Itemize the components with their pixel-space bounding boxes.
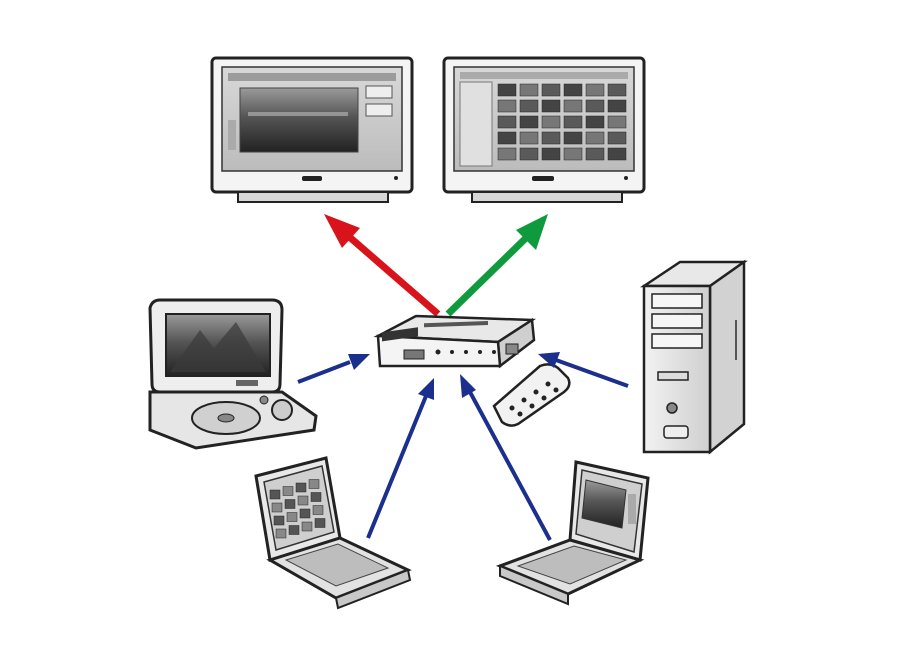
thumbnail (497, 131, 517, 145)
thumbnail (519, 115, 539, 129)
thumbnail (497, 83, 517, 97)
thumbnail (607, 147, 627, 161)
input-arrow-dvd (297, 354, 370, 384)
thumbnail (284, 499, 296, 509)
thumbnail (271, 502, 283, 513)
portable-dvd-player (148, 298, 318, 450)
remote-control-icon (492, 363, 571, 427)
thumbnail-grid (497, 83, 627, 161)
thumbnail (308, 479, 320, 489)
thumbnail-grid (269, 479, 326, 539)
thumbnail (541, 99, 561, 113)
thumbnail (585, 115, 605, 129)
hdmi-switch (373, 314, 537, 369)
thumbnail (273, 515, 285, 526)
dvd-player-icon (148, 298, 318, 450)
thumbnail (295, 482, 307, 493)
laptop-left (254, 456, 412, 610)
output-arrow-red (324, 214, 441, 317)
thumbnail (299, 508, 311, 519)
thumbnail (585, 131, 605, 145)
thumbnail (519, 83, 539, 97)
thumbnail (563, 99, 583, 113)
thumbnail (519, 99, 539, 113)
remote-control (492, 363, 571, 427)
thumbnail (563, 115, 583, 129)
thumbnail (541, 115, 561, 129)
hdmi-switch-icon (373, 314, 537, 369)
laptop-icon (254, 456, 412, 610)
thumbnail (541, 83, 561, 97)
thumbnail (563, 131, 583, 145)
thumbnail (314, 518, 326, 528)
input-arrow-pc (538, 352, 629, 388)
output-arrow-green (445, 214, 548, 317)
thumbnail (519, 131, 539, 145)
laptop-right (495, 460, 650, 606)
thumbnail (310, 492, 322, 502)
thumbnail (607, 131, 627, 145)
thumbnail (607, 115, 627, 129)
thumbnail (585, 99, 605, 113)
thumbnail (297, 495, 309, 506)
tower-pc (639, 259, 748, 455)
thumbnail (497, 115, 517, 129)
monitor-icon (442, 56, 646, 203)
thumbnail (585, 83, 605, 97)
input-arrow-laptop-right (460, 374, 552, 541)
input-arrow-laptop-left (366, 378, 434, 539)
tower-pc-icon (639, 259, 748, 455)
thumbnail (312, 505, 324, 515)
thumbnail (563, 83, 583, 97)
laptop-icon (495, 460, 650, 606)
thumbnail (519, 147, 539, 161)
thumbnail (607, 83, 627, 97)
thumbnail (269, 489, 281, 500)
monitor-left (210, 56, 414, 203)
thumbnail (301, 521, 313, 532)
thumbnail (563, 147, 583, 161)
thumbnail (497, 99, 517, 113)
thumbnail (541, 131, 561, 145)
monitor-icon (210, 56, 414, 203)
thumbnail (585, 147, 605, 161)
monitor-right (442, 56, 646, 203)
thumbnail (286, 512, 298, 522)
thumbnail (497, 147, 517, 161)
thumbnail (288, 525, 300, 535)
thumbnail (607, 99, 627, 113)
thumbnail (275, 528, 287, 539)
thumbnail (541, 147, 561, 161)
thumbnail (282, 486, 294, 496)
